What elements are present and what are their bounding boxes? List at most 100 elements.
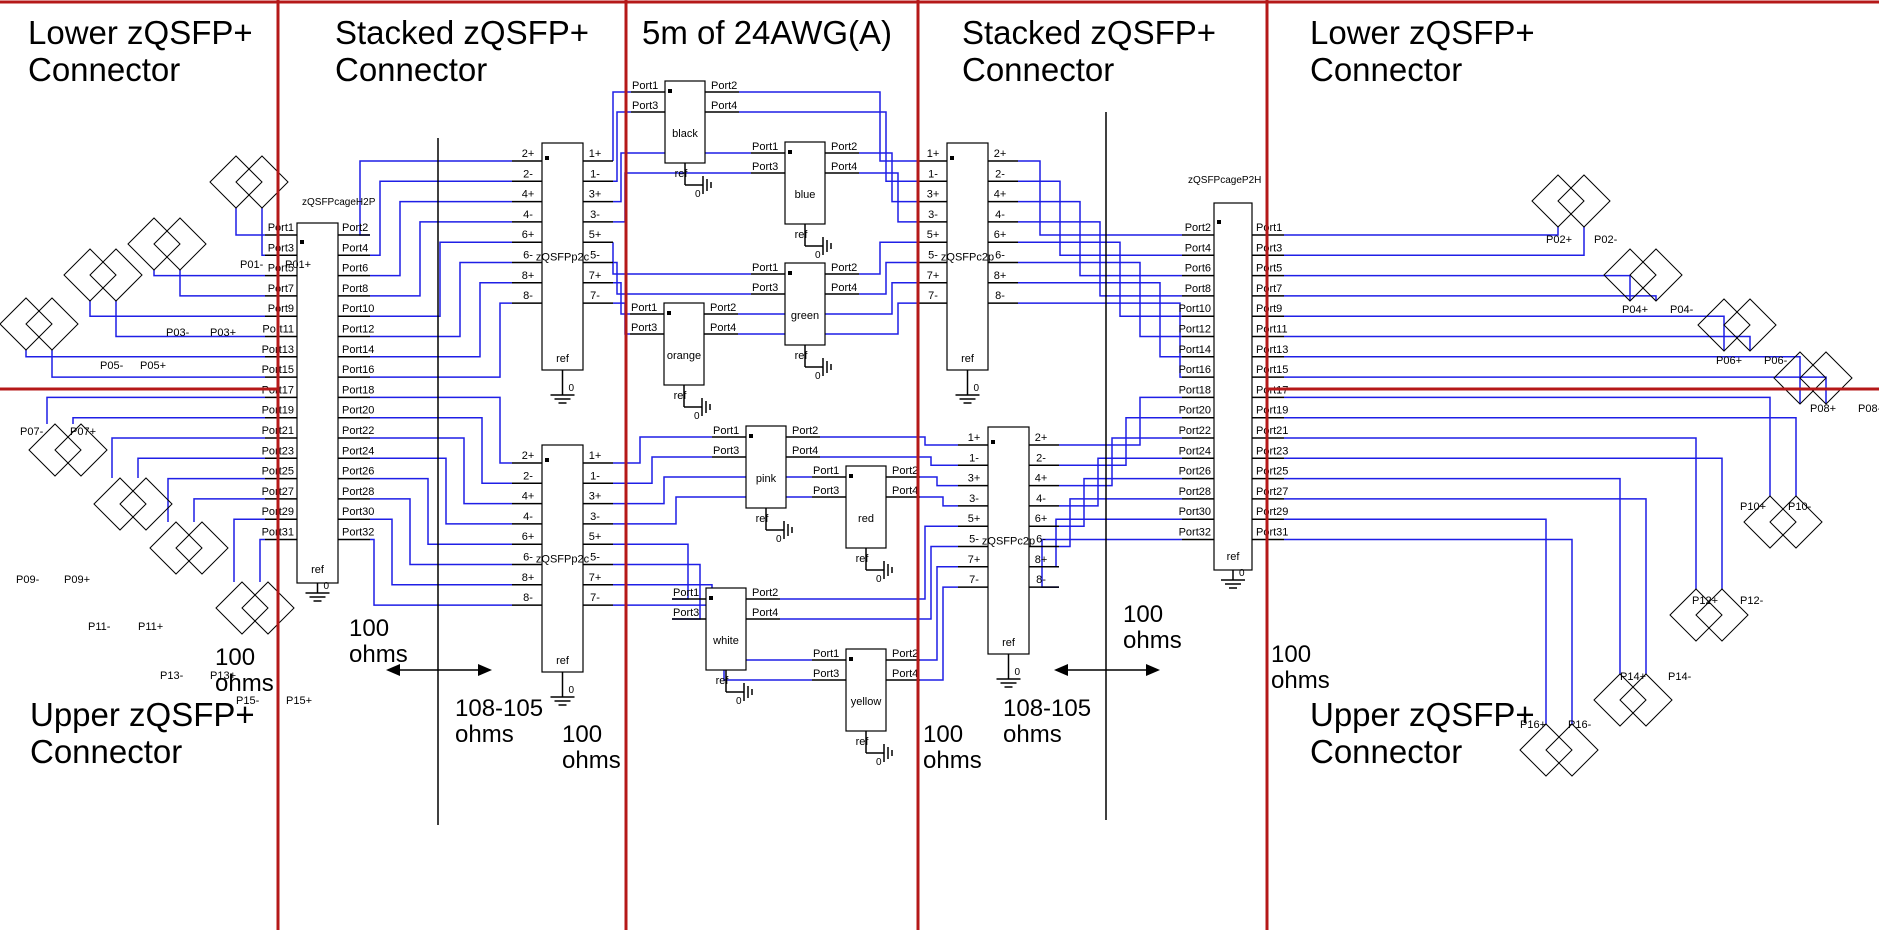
terminal-label-right-minus: P02- (1594, 234, 1618, 246)
cable-black-port-label: Port3 (632, 100, 658, 112)
terminal-left-15-minus (215, 581, 269, 635)
cable-black-ground-value: 0 (695, 189, 701, 200)
wire-zqsfp-to-cable (613, 172, 751, 223)
zqsfp-left-upper-pin-label: 7+ (589, 270, 602, 282)
cable-yellow-ground-value: 0 (876, 757, 882, 768)
terminal-left-3-minus (127, 217, 181, 271)
wire-cage-right-term (1284, 437, 1697, 589)
cable-blue-name: blue (795, 189, 816, 201)
terminal-label-right-minus: P10- (1788, 501, 1812, 513)
cable-pink-ref: ref (756, 513, 770, 525)
cable-white-port-label: Port2 (752, 587, 778, 599)
region-title-right-stacked: Stacked zQSFP+Connector (962, 14, 1216, 88)
terminal-label-right-minus: P12- (1740, 595, 1764, 607)
zqsfp-left-lower-pin-label: 4+ (522, 491, 535, 503)
cage-left-pin-label: Port12 (342, 324, 374, 336)
terminal-label-left-plus: P15+ (286, 695, 312, 707)
zqsfp-right-lower-pin-label: 8- (1036, 574, 1046, 586)
terminal-label-left-plus: P11+ (138, 621, 163, 633)
zqsfp-right-upper-pin-label: 7- (928, 290, 938, 302)
cage-left-name: zQSFPcageH2P (302, 197, 376, 208)
cable-orange-port-label: Port3 (631, 322, 657, 334)
wire-cage-left-term (235, 208, 265, 236)
wire-cage-right-term (1284, 416, 1797, 496)
cable-green-port-label: Port3 (752, 282, 778, 294)
region-title-left-lower: Lower zQSFP+Connector (28, 14, 253, 88)
cage-right-pin-label: Port25 (1256, 466, 1288, 478)
cable-white-body (705, 587, 747, 671)
zqsfp-right-upper-pin-label: 8+ (994, 270, 1007, 282)
cable-pink-port-label: Port3 (713, 445, 739, 457)
cable-green-port-label: Port1 (752, 262, 778, 274)
cable-green-port-label: Port2 (831, 262, 857, 274)
wire-cage-left-to-zqsfp (370, 261, 512, 338)
zqsfp-right-lower-pin-label: 1+ (968, 432, 981, 444)
wire-zqsfp-to-cage-right (1059, 457, 1182, 507)
terminal-right-6-plus (1697, 298, 1751, 352)
terminal-left-1-plus (235, 155, 289, 209)
zqsfp-right-lower-pin-label: 6- (1036, 534, 1046, 546)
cage-right-body (1213, 202, 1253, 571)
cage-right-pin-label: Port15 (1256, 364, 1288, 376)
wire-cable-to-zqsfp (859, 241, 917, 275)
terminal-right-4-plus (1603, 248, 1657, 302)
cable-black-name: black (672, 128, 698, 140)
cable-blue-port-label: Port1 (752, 141, 778, 153)
wire-zqsfp-to-cable (613, 111, 631, 183)
wire-zqsfp-to-cage-right (1059, 396, 1182, 446)
wire-zqsfp-to-cage-right (1018, 200, 1182, 277)
zqsfp-left-lower-pin-label: 2- (523, 470, 533, 482)
terminal-left-7-plus (25, 297, 79, 351)
wire-cage-left-term (51, 350, 265, 378)
wire-zqsfp-to-cage-right (1059, 437, 1182, 487)
wire-cage-left-term (115, 301, 265, 338)
cage-left-pin-label: Port9 (268, 303, 294, 315)
cable-green-pin1-marker (788, 271, 792, 275)
wire-cage-left-term (111, 437, 265, 478)
wire-cable-to-zqsfp (920, 566, 958, 661)
cage-left-pin-label: Port7 (268, 283, 294, 295)
zqsfp-right-lower-ref: ref (1002, 637, 1016, 649)
wire-cage-right-term (1284, 457, 1723, 589)
terminal-right-8-minus (1799, 351, 1853, 405)
region-title-left-stacked: Stacked zQSFP+Connector (335, 14, 589, 88)
zqsfp-left-upper-pin-label: 8- (523, 290, 533, 302)
cable-pink-body (745, 425, 787, 509)
terminal-left-1-minus (209, 155, 263, 209)
cable-black-ref: ref (675, 168, 689, 180)
cable-green-name: green (791, 310, 819, 322)
zqsfp-right-upper-pin-label: 1+ (927, 148, 940, 160)
zqsfp-left-lower-pin-label: 3+ (589, 491, 602, 503)
zqsfp-left-upper-pin-label: 3+ (589, 189, 602, 201)
cage-left-pin-label: Port14 (342, 344, 374, 356)
cage-right-pin-label: Port4 (1185, 242, 1211, 254)
cable-blue-ground-value: 0 (815, 250, 821, 261)
wire-zqsfp-to-cage-right (1018, 160, 1182, 236)
zqsfp-left-lower-pin-label: 2+ (522, 450, 535, 462)
cable-yellow-port-label: Port4 (892, 668, 918, 680)
terminal-left-11-plus (119, 477, 173, 531)
cable-pink-name: pink (756, 473, 777, 485)
cage-left-pin-label: Port2 (342, 222, 368, 234)
wire-cage-left-term (72, 416, 265, 424)
wire-cage-right-term (1284, 315, 1725, 351)
wire-zqsfp-to-cage-right (1018, 241, 1182, 317)
zqsfp-right-upper-pin-label: 1- (928, 168, 938, 180)
zqsfp-left-lower-pin-label: 5- (590, 552, 600, 564)
zqsfp-right-lower-pin-label: 2- (1036, 452, 1046, 464)
component-layer (0, 80, 1853, 777)
cage-left-ref: ref (311, 564, 325, 576)
cage-right-pin-label: Port20 (1179, 405, 1211, 417)
wire-zqsfp-to-cage-right (1018, 282, 1182, 358)
zqsfp-right-upper-pin-label: 2+ (994, 148, 1007, 160)
cable-pink-port-label: Port1 (713, 425, 739, 437)
wire-cage-left-term (193, 498, 265, 522)
wire-cage-left-to-zqsfp (370, 457, 512, 525)
terminal-right-12-minus (1695, 588, 1749, 642)
wire-cable-to-zqsfp (859, 152, 917, 203)
cable-red-body (845, 465, 887, 549)
terminal-right-16-minus (1545, 723, 1599, 777)
